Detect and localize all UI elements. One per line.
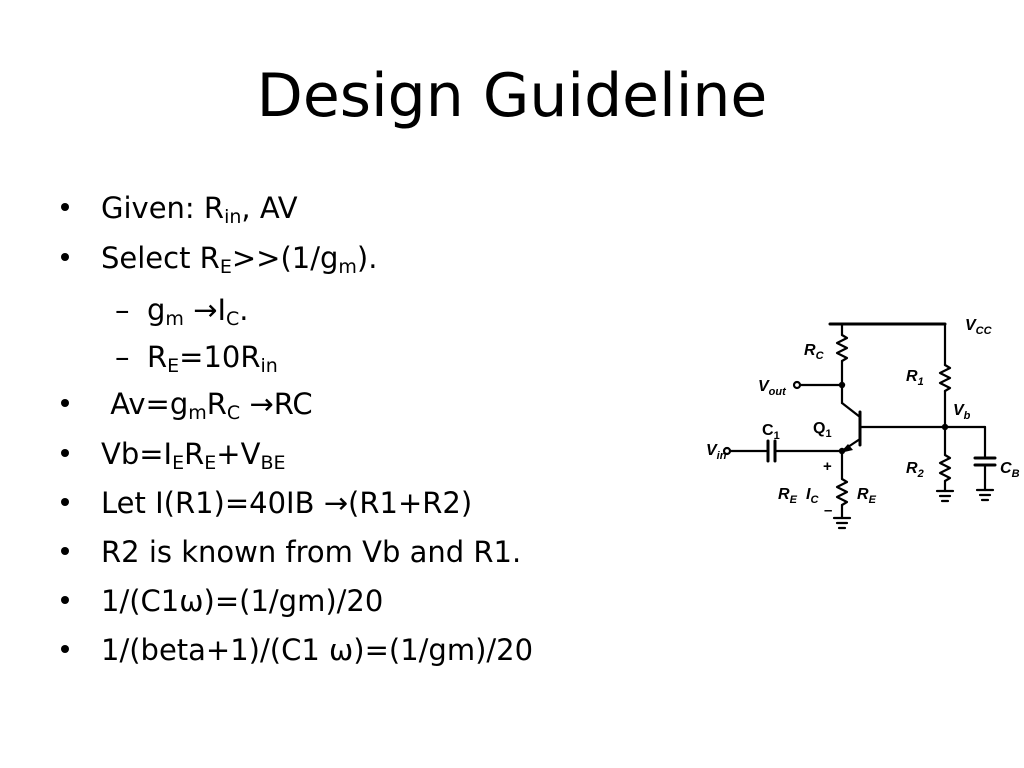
bullet-item: Given: Rin, AV [61,188,298,228]
sub-bullet-item: –gm →IC. [115,293,249,330]
subscript-text: C [226,308,240,330]
r2-label: R2 [906,460,924,480]
subscript-text: in [260,355,278,377]
bullet-text: Av=g [101,387,189,421]
plus-sign: + [823,458,832,475]
bullet-text: Vb=I [101,437,173,471]
vin-label: Vin [706,442,727,462]
sub-bullet-item: –RE=10Rin [115,340,278,377]
vout-label: Vout [758,378,787,398]
bullet-text: R [206,387,227,421]
bullet-text: , AV [241,191,298,225]
r1-label: R1 [906,368,924,388]
common-emitter-amplifier-schematic: VCC RC R1 Vout Vb Q1 C1 Vin R2 CB + RE I… [706,317,1020,530]
subscript-text: E [204,452,217,474]
subscript-text: E [172,452,185,474]
subscript-text: m [188,402,207,424]
ic-label: IC [806,486,819,506]
rc-label: RC [804,342,825,362]
ground-cb [975,488,995,502]
bullet-item: Av=gmRC →RC [61,384,313,424]
subscript-text: C [226,402,241,424]
re-left-label: RE [778,486,798,506]
bullet-text: g [147,293,166,327]
subscript-text: m [165,308,184,330]
r1-resistor [938,363,952,393]
bullet-text: R2 is known from Vb and R1. [101,535,522,569]
c1-label: C1 [762,422,780,442]
bullet-item: Let I(R1)=40IB →(R1+R2) [61,483,473,523]
vb-node-dot [941,423,949,431]
bullet-item: 1/(C1ω)=(1/gm)/20 [61,581,384,621]
vin-terminal [722,446,732,456]
bullet-item: R2 is known from Vb and R1. [61,532,522,572]
bullet-item: 1/(beta+1)/(C1 ω)=(1/gm)/20 [61,630,534,670]
bullet-text: Given: R [101,191,225,225]
bullet-text: 1/(C1ω)=(1/gm)/20 [101,584,384,618]
subscript-text: E [167,355,180,377]
bullet-list: Given: Rin, AV Select RE>>(1/gm). –gm →I… [61,188,534,670]
subscript-text: in [224,206,242,228]
subscript-text: m [338,256,357,278]
re-right-label: RE [857,486,877,506]
bullet-text: . [239,293,249,327]
bullet-text: →RC [240,387,313,421]
q1-label: Q1 [813,420,832,440]
bullet-text: Select R [101,241,220,275]
bullet-text: ). [356,241,378,275]
bullet-text: >>(1/g [231,241,339,275]
vcc-label: VCC [965,317,993,337]
bullet-item: Select RE>>(1/gm). [61,238,378,278]
bullet-text: R [184,437,205,471]
subscript-text: BE [260,452,286,474]
emitter-node-dot [838,447,846,455]
subscript-text: E [219,256,232,278]
bullet-text: =10R [179,340,261,374]
bullet-text: +V [216,437,261,471]
vout-node-dot [838,381,846,389]
bullet-text: 1/(beta+1)/(C1 ω)=(1/gm)/20 [101,633,534,667]
r2-resistor [938,453,952,483]
bullet-text: Let I(R1)=40IB →(R1+R2) [101,486,473,520]
cb-label: CB [1000,460,1020,480]
slide-title: Design Guideline [256,61,768,131]
bullet-text: R [147,340,168,374]
vout-terminal [792,380,802,390]
vb-label: Vb [953,402,971,422]
ground-emitter [832,516,852,530]
bullet-text: →I [183,293,227,327]
re-resistor [835,477,849,507]
ground-r2 [935,489,955,503]
minus-sign: – [824,502,832,519]
rc-resistor [835,333,849,363]
bullet-item: Vb=IERE+VBE [61,434,286,474]
